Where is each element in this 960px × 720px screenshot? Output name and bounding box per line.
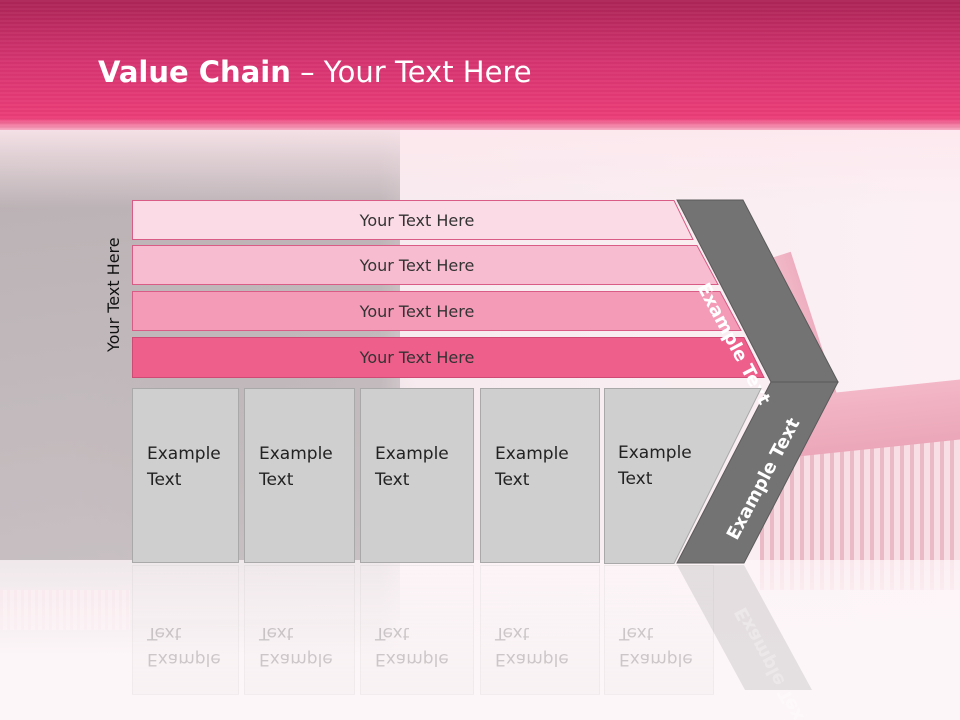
title-rest: – Your Text Here [290,55,532,89]
arrow-lower-segment [676,381,839,564]
activity-box-3[interactable]: Example Text [360,388,474,563]
activity-box-3-line2: Text [375,470,410,490]
box-reflection-1-line1: Example [147,649,221,669]
box-reflection-5-line2: Text [619,623,654,643]
activity-box-1[interactable]: Example Text [132,388,239,563]
chain-row-1-label: Your Text Here [359,210,475,230]
chain-row-3-shape [132,291,742,331]
box-reflection-5: Example Text [604,565,714,695]
title-bold: Value Chain [98,55,291,89]
photo-fade-top [0,118,960,208]
chain-row-3[interactable]: Your Text Here [132,291,742,331]
box-reflection-2-line2: Text [259,623,294,643]
activity-box-4-line1: Example [495,444,569,464]
activity-box-2-line2: Text [259,470,294,490]
activity-box-1-line1: Example [147,444,221,464]
chain-row-1[interactable]: Your Text Here [132,200,702,240]
chain-row-2-label: Your Text Here [359,255,475,275]
box-reflection-2: Example Text [244,565,355,695]
photo-fade-bottom [0,560,960,720]
activity-box-3-line1: Example [375,444,449,464]
activity-box-5-line2: Text [618,469,653,489]
activity-box-4[interactable]: Example Text [480,388,600,563]
header-band [0,0,960,130]
box-reflection-4-line1: Example [495,649,569,669]
box-reflection-1-line2: Text [147,623,182,643]
chain-row-4-label: Your Text Here [359,347,475,367]
box-reflection-1: Example Text [132,565,239,695]
box-reflection-3-line1: Example [375,649,449,669]
box-reflection-3-line2: Text [375,623,410,643]
slide-title[interactable]: Value Chain – Your Text Here [98,55,532,89]
chain-row-2-shape [132,245,719,285]
chain-row-4[interactable]: Your Text Here [132,337,765,378]
activity-box-2-line1: Example [259,444,333,464]
arrow-reflection [677,565,812,690]
chain-row-2[interactable]: Your Text Here [132,245,719,285]
chain-row-4-shape [132,337,765,378]
box-reflection-4: Example Text [480,565,600,695]
activity-box-1-line2: Text [147,470,182,490]
box-reflection-5-line1: Example [619,649,693,669]
activity-box-2[interactable]: Example Text [244,388,355,563]
activity-box-5-shape [604,388,762,564]
box-reflection-4-line2: Text [495,623,530,643]
activity-box-5[interactable]: Example Text [604,388,714,563]
chain-row-1-shape [132,200,694,240]
activity-box-4-line2: Text [495,470,530,490]
chain-row-3-label: Your Text Here [359,301,475,321]
box-reflection-3: Example Text [360,565,474,695]
activity-box-5-line1: Example [618,443,692,463]
box-reflection-2-line1: Example [259,649,333,669]
